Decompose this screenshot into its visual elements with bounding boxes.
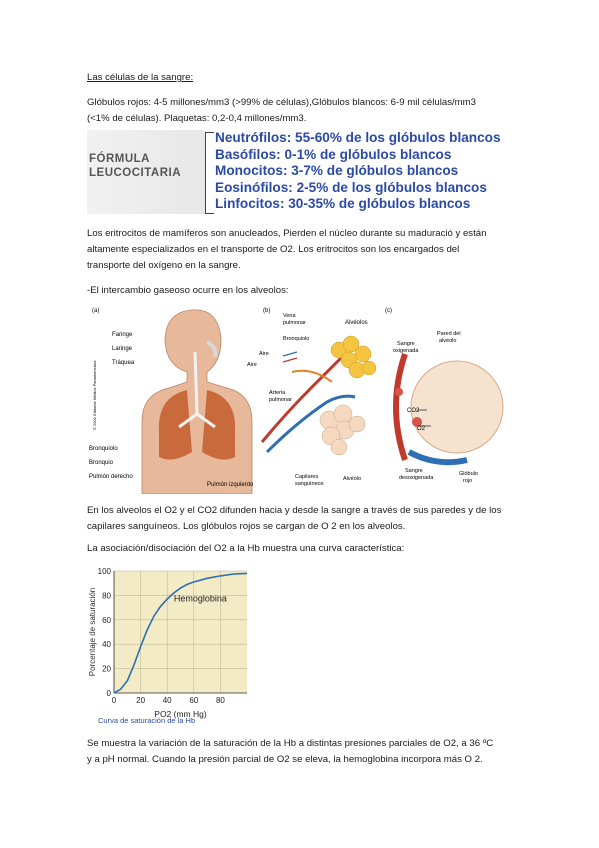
formula-title-panel: FÓRMULA LEUCOCITARIA — [87, 130, 205, 214]
alveoli-cluster-icon — [330, 335, 377, 379]
trachea-icon — [178, 351, 216, 429]
label-arteria-2: pulmonar — [269, 397, 292, 403]
artery-icon — [260, 355, 344, 443]
label-arteria-1: Arteria — [269, 390, 286, 396]
section-heading: Las células de la sangre: — [87, 72, 194, 83]
text-line: Los eritrocitos de mamíferos son anuclea… — [87, 228, 487, 239]
air-in-arrow-icon — [282, 351, 298, 357]
panel-c-label: (c) — [385, 308, 392, 314]
x-tick-label: 20 — [136, 696, 145, 705]
formula-item-eosinofilos: Eosinófilos: 2-5% de los glóbulos blanco… — [215, 179, 487, 195]
label-co2: CO2 — [407, 408, 420, 414]
y-tick-label: 100 — [98, 567, 112, 576]
label-faringe: Faringe — [112, 332, 133, 338]
leukocyte-formula-figure: FÓRMULA LEUCOCITARIA Neutrófilos: 55-60%… — [87, 130, 507, 214]
panel-b-label: (b) — [263, 308, 270, 314]
plot-area — [114, 571, 247, 693]
y-tick-label: 20 — [102, 665, 111, 674]
label-vena-1: Vena — [283, 313, 296, 319]
label-laringe: Laringe — [112, 346, 133, 352]
label-sangre-ox-1: Sangre — [397, 341, 415, 347]
panel-c: (c) Pared del alvéolo Sangre oxigenada C… — [385, 308, 504, 484]
red-blood-cell-icon — [395, 388, 403, 396]
label-pulmon-derecho: Pulmón derecho — [89, 474, 133, 480]
formula-item-linfocitos: Linfocitos: 30-35% de glóbulos blancos — [215, 196, 471, 211]
paragraph-hb-curve: La asociación/disociación del O2 a la Hb… — [87, 543, 405, 554]
panel-a-label: (a) — [92, 308, 99, 314]
alveolus-icon — [410, 360, 504, 454]
text-line: y a pH normal. Cuando la presión parcial… — [87, 754, 483, 765]
label-capilares-2: sanguíneos — [295, 481, 324, 487]
panel-b: (b) Vena pulmonar Bronquiolo Aire Aire A… — [247, 308, 377, 487]
label-sangre-ox-2: oxigenada — [393, 348, 419, 354]
chart-caption: Curva de saturación de la Hb — [98, 716, 196, 725]
y-tick-label: 0 — [107, 689, 112, 698]
label-pared-2: alvéolo — [439, 338, 456, 344]
label-alveolo: Alvéolo — [343, 476, 361, 482]
panel-a: (a) Faringe Laringe Tráquea Bronquiolo B… — [89, 308, 254, 494]
paragraph-diffusion: En los alveolos el O2 y el CO2 difunden … — [87, 503, 527, 535]
formula-title: FÓRMULA LEUCOCITARIA — [89, 153, 182, 179]
bronchiole-icon — [291, 369, 333, 383]
label-sangre-desox-2: desoxigenada — [399, 475, 434, 481]
alveolus-closeup-icon — [319, 404, 366, 456]
text-line: (<1% de células). Plaquetas: 0,2-0,4 mil… — [87, 113, 307, 124]
text-line: transporte del oxígeno en la sangre. — [87, 260, 241, 271]
formula-item-basofilos: Basófilos: 0-1% de glóbulos blancos — [215, 146, 452, 162]
label-pared-1: Pared del — [437, 331, 461, 337]
text-line: En los alveolos el O2 y el CO2 difunden … — [87, 505, 502, 516]
label-pulmon-izquierdo: Pulmón izquierdo — [207, 482, 254, 488]
oxygenated-capillary-icon — [393, 353, 408, 461]
right-lung-icon — [158, 390, 192, 460]
copyright-text: © 2001 Editorial Médica Panamericana — [92, 360, 97, 430]
x-tick-label: 40 — [163, 696, 172, 705]
label-globulo-1: Glóbulo — [459, 471, 478, 477]
label-globulo-2: rojo — [463, 478, 472, 484]
red-blood-cell-icon — [412, 417, 422, 427]
left-lung-icon — [202, 390, 236, 460]
label-alveolos: Alvéolos — [345, 320, 368, 326]
formula-bracket — [205, 132, 214, 214]
respiratory-system-figure: (a) Faringe Laringe Tráquea Bronquiolo B… — [87, 302, 510, 494]
y-axis-label: Porcentaje de saturación — [88, 588, 97, 677]
paragraph-cell-counts: Glóbulos rojos: 4-5 millones/mm3 (>99% d… — [87, 95, 527, 127]
formula-list: Neutrófilos: 55-60% de los glóbulos blan… — [215, 130, 501, 213]
label-o2: O2 — [417, 426, 426, 432]
label-aire-2: Aire — [247, 362, 257, 368]
y-tick-label: 60 — [102, 616, 111, 625]
vein-icon — [265, 394, 356, 454]
formula-item-monocitos: Monocitos: 3-7% de glóbulos blancos — [215, 163, 459, 178]
air-out-arrow-icon — [282, 357, 298, 363]
paragraph-variation: Se muestra la variación de la saturación… — [87, 736, 527, 768]
text-line: capilares sanguíneos. Los glóbulos rojos… — [87, 521, 406, 532]
text-line: altamente especializados en el transport… — [87, 244, 460, 255]
paragraph-erythrocytes: Los eritrocitos de mamíferos son anuclea… — [87, 226, 527, 274]
deoxygenated-capillary-icon — [407, 449, 468, 466]
paragraph-gas-exchange: -El intercambio gaseoso ocurre en los al… — [87, 285, 289, 296]
label-bronquiolo-b: Bronquiolo — [283, 336, 309, 342]
label-capilares-1: Capilares — [295, 474, 318, 480]
x-tick-label: 80 — [216, 696, 225, 705]
label-traquea: Tráquea — [112, 360, 135, 366]
label-bronquiolo-a: Bronquiolo — [89, 446, 118, 452]
text-line: Glóbulos rojos: 4-5 millones/mm3 (>99% d… — [87, 97, 476, 108]
label-vena-2: pulmonar — [283, 320, 306, 326]
curve-annotation: Hemoglobina — [174, 594, 227, 604]
y-tick-label: 80 — [102, 591, 111, 600]
label-aire-1: Aire — [259, 351, 269, 357]
x-tick-label: 60 — [189, 696, 198, 705]
label-bronquio: Bronquio — [89, 460, 114, 466]
x-axis-label: PO2 (mm Hg) — [154, 709, 207, 719]
pharynx-icon — [206, 340, 218, 358]
text-line: Se muestra la variación de la saturación… — [87, 738, 494, 749]
formula-item-neutrofilos: Neutrófilos: 55-60% de los glóbulos blan… — [215, 130, 501, 145]
label-sangre-desox-1: Sangre — [405, 468, 423, 474]
x-tick-label: 0 — [112, 696, 117, 705]
y-tick-label: 40 — [102, 640, 111, 649]
hemoglobin-curve — [113, 572, 248, 694]
